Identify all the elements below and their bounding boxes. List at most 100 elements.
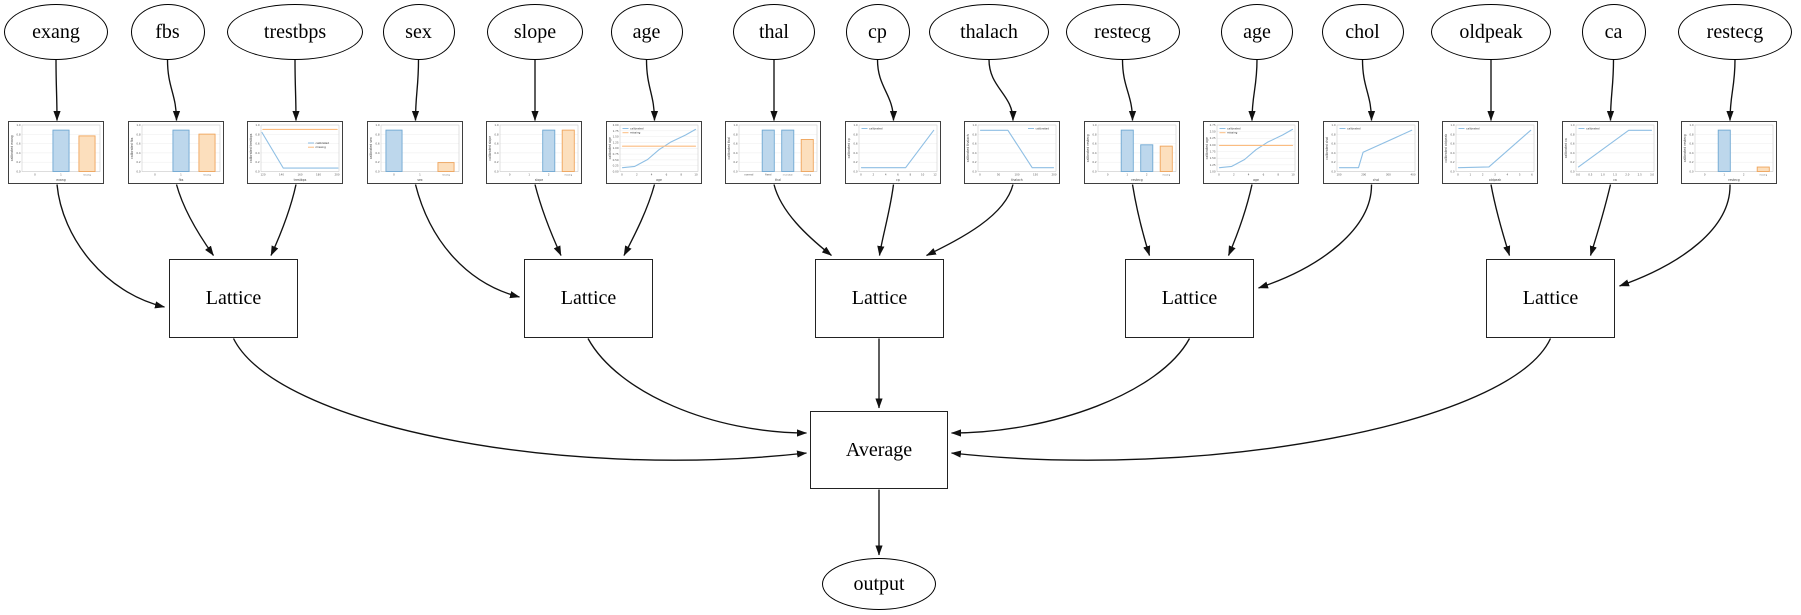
y-axis-label: calibrated age bbox=[608, 137, 612, 159]
bar-orange bbox=[198, 134, 216, 173]
output-label: output bbox=[853, 572, 905, 595]
feature-label: sex bbox=[405, 20, 432, 43]
y-tick-label: 0.6 bbox=[973, 142, 978, 146]
x-tick-label: 150 bbox=[1033, 173, 1038, 177]
series-line-calibrated bbox=[621, 129, 696, 169]
y-tick-label: 1.50 bbox=[1210, 157, 1216, 161]
y-tick-label: 0.6 bbox=[495, 142, 500, 146]
y-tick-label: 0.2 bbox=[375, 161, 380, 165]
y-tick-label: 0.8 bbox=[17, 133, 22, 137]
x-tick-label: 2 bbox=[548, 173, 550, 177]
y-tick-label: 0.4 bbox=[734, 151, 739, 155]
x-tick-label: 0 bbox=[35, 173, 37, 177]
y-tick-label: 0.6 bbox=[17, 142, 22, 146]
x-tick-label: 1 bbox=[180, 173, 182, 177]
x-tick-label: 0 bbox=[1458, 173, 1460, 177]
x-axis-label: age bbox=[1254, 178, 1260, 182]
y-tick-label: 0.0 bbox=[136, 170, 141, 174]
edge-arrow bbox=[1726, 59, 1736, 121]
y-tick-label: 0.8 bbox=[1570, 133, 1575, 137]
y-tick-label: 0.8 bbox=[1331, 133, 1336, 137]
x-tick-label: missing bbox=[804, 175, 812, 177]
x-axis-label: thal bbox=[775, 178, 781, 182]
x-tick-label: 6 bbox=[1263, 173, 1265, 177]
x-tick-label: 4 bbox=[1248, 173, 1250, 177]
feature-label: restecg bbox=[1706, 20, 1764, 43]
x-tick-label: 2 bbox=[1743, 173, 1745, 177]
x-tick-label: 0.5 bbox=[1588, 173, 1592, 177]
series-line-calibrated bbox=[1458, 130, 1532, 169]
y-tick-label: 0.8 bbox=[495, 133, 500, 137]
y-tick-label: 1.0 bbox=[853, 123, 858, 127]
bar-orange bbox=[437, 162, 455, 173]
feature-label: oldpeak bbox=[1459, 20, 1523, 43]
x-tick-label: 0.0 bbox=[1576, 173, 1580, 177]
edge-arrow bbox=[411, 59, 420, 121]
y-tick-label: 0.4 bbox=[256, 151, 261, 155]
y-axis-label: calibrated exang bbox=[11, 136, 15, 162]
average-node: Average bbox=[810, 411, 948, 489]
x-axis-label: restecg bbox=[1131, 178, 1143, 182]
y-tick-label: 2.25 bbox=[1210, 137, 1216, 141]
y-tick-label: 0.2 bbox=[734, 161, 739, 165]
x-tick-label: missing bbox=[203, 175, 211, 177]
series-line-calibrated bbox=[980, 130, 1055, 169]
lattice-node-label: Lattice bbox=[205, 287, 262, 309]
y-axis-label: calibrated restecg bbox=[1086, 135, 1090, 163]
y-tick-label: 0.8 bbox=[734, 133, 739, 137]
y-axis-label: calibrated oldpeak bbox=[1445, 134, 1449, 163]
y-tick-label: 1.00 bbox=[1210, 170, 1216, 174]
x-axis-label: ca bbox=[1613, 178, 1617, 182]
y-tick-label: 0.6 bbox=[256, 142, 261, 146]
y-axis-label: calibrated slope bbox=[489, 136, 493, 161]
x-tick-label: 0 bbox=[393, 173, 395, 177]
x-tick-label: 0 bbox=[980, 173, 982, 177]
y-tick-label: 1.0 bbox=[1331, 123, 1336, 127]
x-tick-label: 2.0 bbox=[1625, 173, 1629, 177]
x-tick-label: 200 bbox=[1052, 173, 1057, 177]
x-tick-label: 200 bbox=[1361, 173, 1366, 177]
y-tick-label: 0.8 bbox=[1092, 133, 1097, 137]
feature-label: thalach bbox=[960, 20, 1018, 43]
x-tick-label: 50 bbox=[997, 173, 1001, 177]
y-tick-label: 0.2 bbox=[853, 161, 858, 165]
edge-arrow bbox=[1131, 184, 1151, 256]
legend-entry-label: calibrated bbox=[1036, 127, 1050, 131]
y-tick-label: 1.75 bbox=[613, 129, 619, 133]
y-tick-label: 0.8 bbox=[1451, 133, 1456, 137]
feature-label: chol bbox=[1345, 20, 1380, 43]
feature-node-trestbps: trestbps bbox=[227, 4, 363, 60]
feature-node-thalach: thalach bbox=[929, 4, 1049, 60]
feature-node-oldpeak: oldpeak bbox=[1431, 4, 1551, 60]
x-tick-label: 3.0 bbox=[1650, 173, 1654, 177]
y-tick-label: 0.2 bbox=[17, 161, 22, 165]
x-tick-label: 120 bbox=[261, 173, 266, 177]
y-tick-label: 0.8 bbox=[853, 133, 858, 137]
y-tick-label: 0.8 bbox=[973, 133, 978, 137]
feature-label: age bbox=[1243, 20, 1271, 43]
y-tick-label: 2.50 bbox=[1210, 130, 1216, 134]
x-tick-label: 0 bbox=[154, 173, 156, 177]
feature-node-fbs: fbs bbox=[130, 4, 205, 60]
x-tick-label: 6 bbox=[1532, 173, 1534, 177]
x-axis-label: thalach bbox=[1012, 178, 1024, 182]
feature-label: slope bbox=[513, 20, 557, 43]
y-tick-label: 0.0 bbox=[1331, 170, 1336, 174]
x-tick-label: 1 bbox=[61, 173, 63, 177]
x-tick-label: 200 bbox=[335, 173, 340, 177]
x-tick-label: 300 bbox=[1386, 173, 1391, 177]
legend-entry-label: calibrated bbox=[1466, 127, 1480, 131]
y-axis-label: calibrated thalach bbox=[967, 135, 971, 163]
edge-arrow bbox=[270, 184, 297, 256]
bar-blue bbox=[1120, 130, 1134, 173]
feature-node-age: age bbox=[610, 4, 683, 60]
y-tick-label: 0.4 bbox=[1690, 151, 1695, 155]
y-tick-label: 0.6 bbox=[136, 142, 141, 146]
